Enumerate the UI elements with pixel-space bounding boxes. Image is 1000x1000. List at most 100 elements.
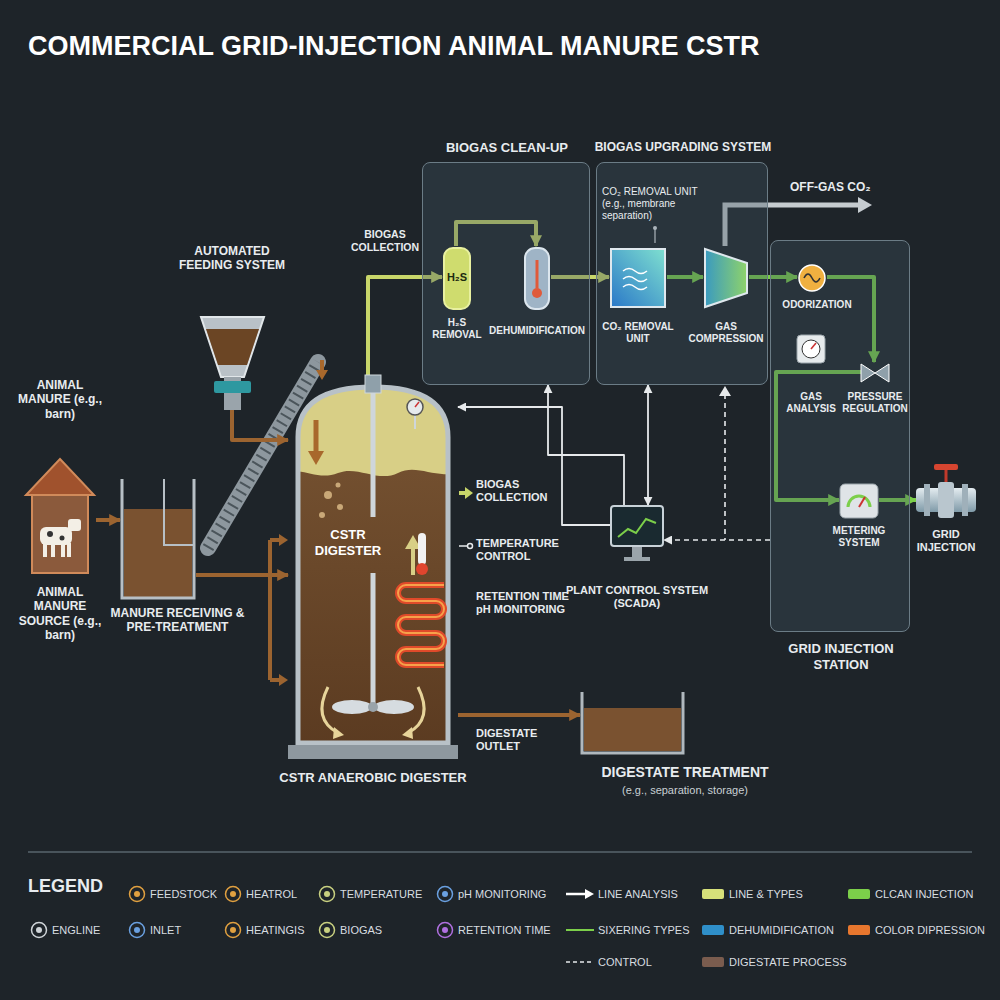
legend-text: HEATROL	[246, 887, 297, 901]
group-panel: BIOGAS CLEAN-UPH₂SH₂S REMOVALDEHUMIDIFIC…	[422, 162, 590, 385]
node-label: ANIMAL MANURE (e.g., barn)	[12, 378, 108, 421]
annotation-label: RETENTION TIME pH MONITORING	[476, 590, 586, 616]
node-sublabel: CSTR ANAEROBIC DIGESTER	[278, 770, 468, 786]
node-label: H₂S	[442, 271, 472, 284]
legend-text: SIXERING TYPES	[598, 923, 690, 937]
node-sublabel: (e.g., separation, storage)	[545, 784, 825, 797]
node-label: PRESSURE REGULATION	[838, 391, 912, 415]
node-sublabel: ANIMAL MANURE SOURCE (e.g., barn)	[12, 585, 108, 643]
flow-connector	[458, 407, 610, 525]
vessel-shape	[523, 246, 551, 311]
node-label: DEHUMIDIFICATION	[485, 325, 589, 337]
control-arrow	[719, 386, 731, 396]
legend-text: LINE & TYPES	[729, 887, 803, 901]
legend-text: DEHUMIDIFICATION	[729, 923, 834, 937]
biogas-marker	[459, 491, 466, 495]
legend-swatch	[702, 889, 724, 899]
valve-node: PRESSURE REGULATION	[861, 362, 889, 384]
monitor-shape	[610, 505, 664, 575]
meter-node: METERING SYSTEM	[839, 483, 879, 519]
legend-symbol	[318, 885, 336, 903]
legend-swatch	[848, 925, 870, 935]
feed-arrow-head	[316, 370, 328, 380]
grid-valve-shape	[916, 462, 976, 520]
odorizer-node: ODORIZATION	[797, 263, 827, 293]
legend-divider	[28, 851, 972, 853]
node-label: GAS COMPRESSION	[684, 321, 768, 345]
node-label: DIGESTATE TREATMENT	[545, 764, 825, 781]
legend-symbol	[436, 885, 454, 903]
compressor-shape	[703, 247, 749, 309]
legend-heading: LEGEND	[28, 876, 128, 898]
legend-symbol	[224, 885, 242, 903]
gauge-node: GAS ANALYSIS	[796, 334, 826, 364]
flow-connector	[232, 410, 288, 440]
flow-connector	[548, 385, 624, 505]
vessel-node: H₂SH₂S REMOVAL	[442, 246, 472, 311]
legend-text: BIOGAS	[340, 923, 382, 937]
node-sublabel: H₂S REMOVAL	[429, 317, 485, 341]
temp-marker	[459, 545, 467, 547]
legend-symbol	[566, 957, 594, 967]
node-label: ODORIZATION	[777, 299, 857, 311]
feed-bracket	[268, 540, 272, 680]
legend-text: RETENTION TIME	[458, 923, 551, 937]
legend-text: HEATINGIS	[246, 923, 304, 937]
diagram-title: COMMERCIAL GRID-INJECTION ANIMAL MANURE …	[28, 30, 968, 62]
feed-bracket-head	[279, 534, 288, 546]
node-label: PLANT CONTROL SYSTEM (SCADA)	[560, 584, 714, 610]
feed-bracket-arms	[270, 540, 280, 680]
membrane-shape	[609, 247, 667, 309]
legend-text: CONTROL	[598, 955, 652, 969]
node-label: AUTOMATED FEEDING SYSTEM	[168, 244, 296, 273]
compressor-node: GAS COMPRESSION	[703, 247, 749, 309]
digestate-tank-shape	[580, 690, 685, 755]
flow-connector	[647, 385, 649, 505]
flow-connector	[196, 573, 288, 577]
legend-text: INLET	[150, 923, 181, 937]
node-label: BIOGAS CLEAN-UP	[432, 140, 582, 156]
membrane-node: CO₂ REMOVAL UNIT	[609, 247, 667, 309]
legend-symbol	[566, 889, 594, 899]
node-label: GRID INJECTION STATION	[771, 641, 911, 672]
legend-symbol	[128, 921, 146, 939]
legend-symbol	[128, 885, 146, 903]
valve-shape	[861, 362, 889, 384]
annotation-label: OFF-GAS CO₂	[790, 180, 882, 194]
node-label: BIOGAS UPGRADING SYSTEM	[583, 140, 783, 154]
flow-connector	[664, 539, 770, 541]
annotation-label: BIOGAS COLLECTION	[476, 478, 558, 504]
annotation-label: CO₂ REMOVAL UNIT (e.g., membrane separat…	[602, 186, 718, 222]
legend-text: FEEDSTOCK	[150, 887, 217, 901]
tank-shape	[120, 475, 196, 600]
node-label: MANURE RECEIVING & PRE-TREATMENT	[110, 606, 245, 635]
legend-symbol	[224, 921, 242, 939]
legend-symbol	[30, 921, 48, 939]
legend-swatch	[702, 925, 724, 935]
node-label: CO₂ REMOVAL UNIT	[598, 321, 678, 345]
odorizer-shape	[797, 263, 827, 293]
flow-connector	[458, 713, 580, 717]
legend-text: COLOR DIPRESSION	[875, 923, 985, 937]
node-label: GRID INJECTION	[906, 528, 986, 554]
digestate-tank-node: DIGESTATE TREATMENT(e.g., separation, st…	[580, 690, 685, 755]
annotation-label: BIOGAS COLLECTION	[349, 228, 421, 253]
legend-text: LINE ANALYSIS	[598, 887, 678, 901]
offgas-arrow	[858, 197, 872, 213]
node-label: CSTR DIGESTER	[308, 527, 388, 558]
gauge-shape	[796, 334, 826, 364]
node-label: METERING SYSTEM	[819, 525, 899, 549]
grid-valve-node: GRID INJECTION	[916, 462, 976, 520]
legend-text: CLCAN INJECTION	[875, 887, 973, 901]
temp-marker-dot	[468, 544, 473, 549]
biogas-marker-head	[465, 487, 473, 499]
legend-swatch	[702, 957, 724, 967]
legend-symbol	[566, 925, 594, 935]
hopper-shape	[200, 315, 265, 410]
tank-node: MANURE RECEIVING & PRE-TREATMENT	[120, 475, 196, 600]
barn-shape	[24, 455, 96, 575]
legend-symbol	[436, 921, 454, 939]
legend-text: ENGLINE	[52, 923, 100, 937]
legend-text: pH MONITORING	[458, 887, 546, 901]
